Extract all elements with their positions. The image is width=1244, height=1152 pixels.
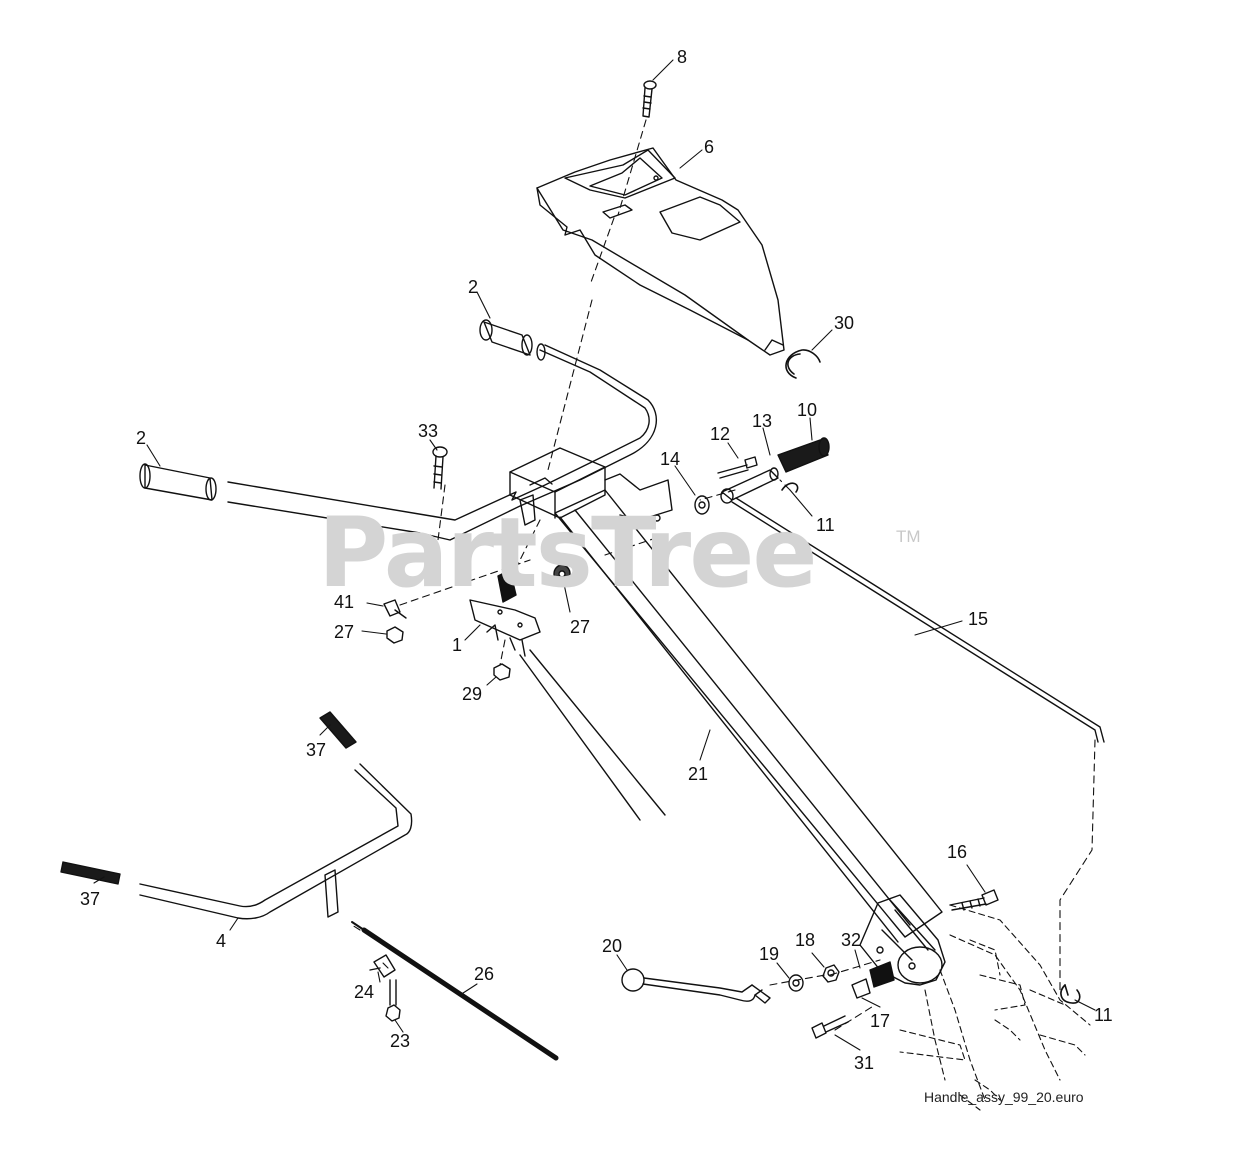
grip-2-upper [479,319,533,356]
rod-15 [731,497,1105,743]
mount-17 [851,961,895,999]
callout-label: 14 [660,449,680,469]
callout-label: 17 [870,1011,890,1031]
callout-label: 37 [80,889,100,909]
washer-19 [788,974,804,992]
callout-label: 16 [947,842,967,862]
callout-label: 30 [834,313,854,333]
callout-label: 31 [854,1053,874,1073]
callout-label: 41 [334,592,354,612]
callout-label: 24 [354,982,374,1002]
console-6 [536,147,785,356]
nut-18 [822,964,840,983]
callout-label: 2 [136,428,146,448]
handlebar [227,343,657,541]
nut-27-left [386,626,404,644]
rod-26 [351,921,559,1061]
callout-label: 4 [216,931,226,951]
tiller-body-outline [899,904,1091,1111]
callout-label: 13 [752,411,772,431]
screw-12 [717,456,758,479]
bolt-16 [949,889,999,911]
grip-37-lower [60,861,121,885]
callout-label: 11 [816,515,835,535]
main-tube-21 [554,489,943,943]
callout-label: 27 [570,617,590,637]
leader-lines [93,59,1096,1051]
callout-label: 23 [390,1031,410,1051]
callout-label: 33 [418,421,438,441]
clip-24 [369,954,396,978]
hairpin-11-lower [1060,984,1081,1004]
callout-label: 37 [306,740,326,760]
carriage-bolt-33 [432,446,448,490]
hairpin-11-upper [781,482,799,493]
callout-label: 29 [462,684,482,704]
callout-label: 2 [468,277,478,297]
grip-2-left [139,463,217,501]
shift-lever-20 [621,968,771,1004]
clip-41 [383,599,407,619]
trademark-mark: TM [896,527,921,546]
callout-label: 10 [797,400,817,420]
callout-label: 27 [334,622,354,642]
partstree-watermark: PartsTree [318,497,817,609]
nut-27-right [553,564,571,584]
callout-label: 32 [841,930,861,950]
clip-30 [785,349,821,379]
spacer-14 [694,495,710,515]
nut-29 [493,663,511,681]
grip-10 [777,437,830,473]
lever-13 [720,467,779,504]
callout-label: 11 [1094,1005,1113,1025]
callout-label: 1 [452,635,462,655]
callout-label: 15 [968,609,988,629]
handle-4 [139,763,413,920]
callout-label: 6 [704,137,714,157]
bolt-31 [811,1015,849,1039]
callout-label: 12 [710,424,730,444]
screw-8 [642,80,657,118]
callout-labels: 8 6 2 30 2 33 12 13 10 14 11 41 27 27 1 … [80,47,1113,1073]
callout-label: 18 [795,930,815,950]
grip-37-upper [319,711,357,749]
clamp-1 [469,569,666,821]
callout-label: 8 [677,47,687,67]
bolt-23 [385,979,401,1022]
lower-pivot-housing [859,894,946,986]
callout-label: 21 [688,764,708,784]
callout-label: 26 [474,964,494,984]
callout-label: 20 [602,936,622,956]
diagram-caption: Handle_assy_99_20.euro [924,1089,1084,1105]
callout-label: 19 [759,944,779,964]
